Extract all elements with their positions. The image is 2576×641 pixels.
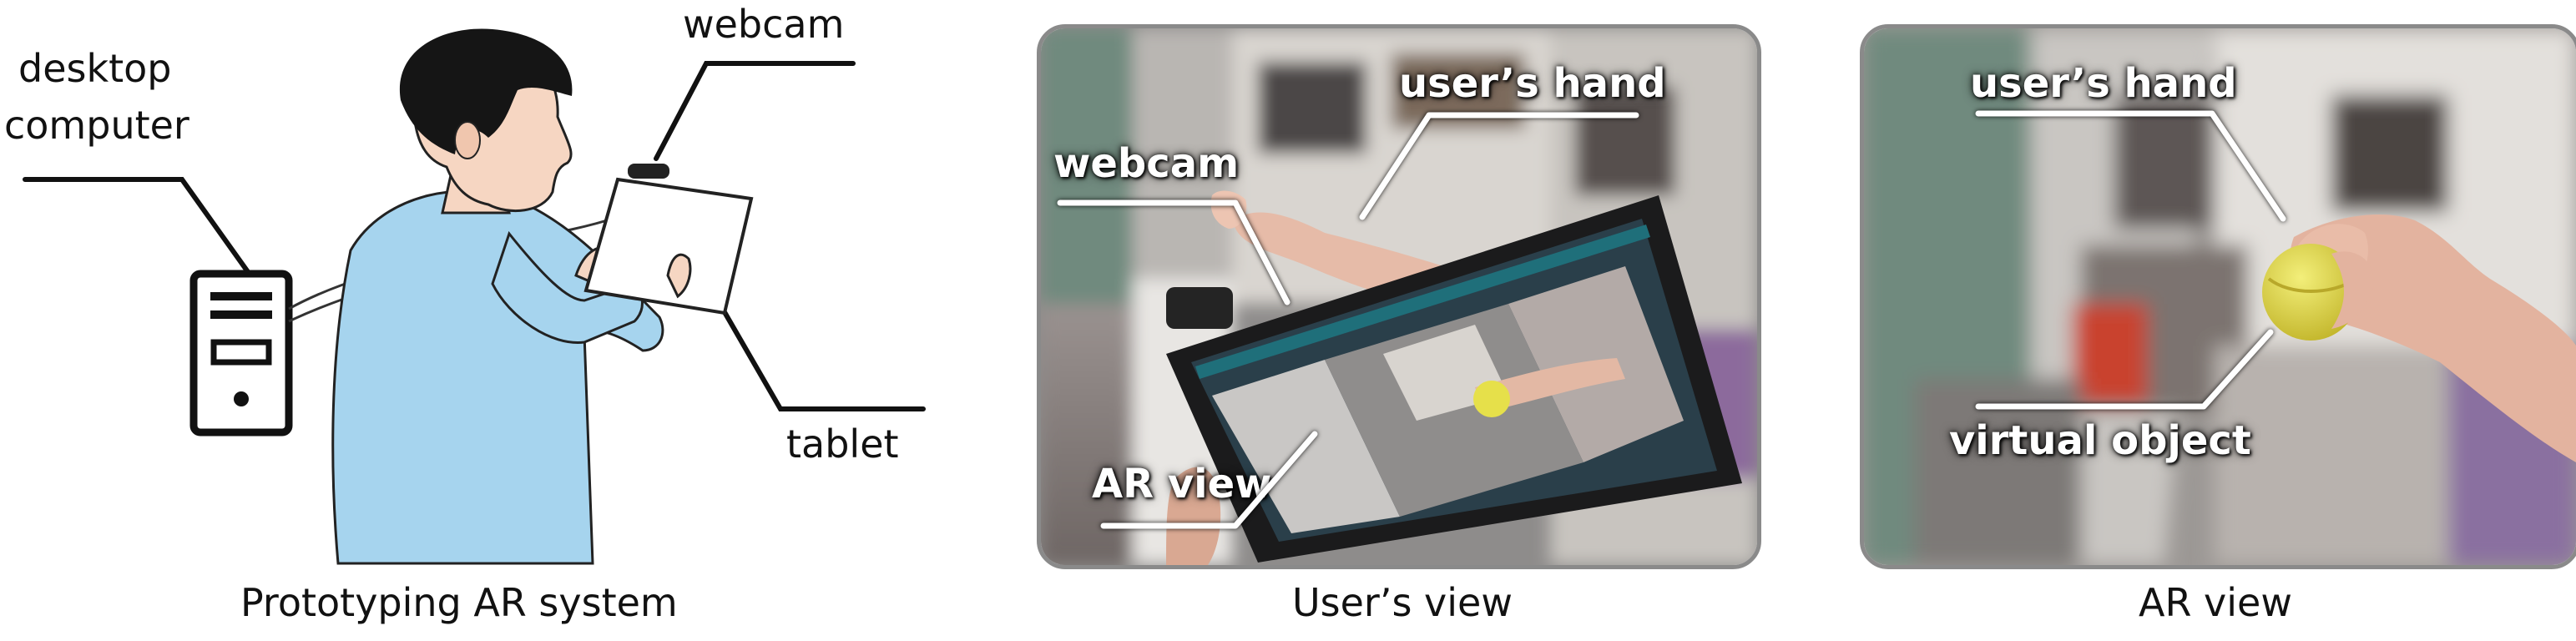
prototyping-illustration <box>23 28 926 565</box>
desktop-leader-line <box>23 177 253 278</box>
users-view-hand-label: user’s hand <box>1399 60 1666 107</box>
ar-view-scene <box>1864 28 2576 565</box>
ar-view-virtual-object-label: virtual object <box>1949 417 2251 464</box>
prototyping-ar-system-panel: desktop computer webcam tablet Prototypi… <box>0 0 952 637</box>
webcam-leader-line <box>654 61 856 161</box>
users-view-webcam-label: webcam <box>1053 140 1240 187</box>
webcam-icon <box>628 164 669 179</box>
prototyping-caption: Prototyping AR system <box>240 580 678 625</box>
ar-view-caption: AR view <box>2139 580 2292 625</box>
clip-on-webcam <box>1166 287 1233 329</box>
ball-in-screen <box>1473 381 1510 417</box>
users-view-ar-view-label: AR view <box>1092 461 1272 507</box>
computer-tower-icon <box>189 270 293 437</box>
webcam-label: webcam <box>683 2 845 47</box>
person-figure <box>331 28 664 565</box>
ar-view-hand-label: user’s hand <box>1970 60 2237 107</box>
desktop-label-line1: desktop <box>18 46 172 91</box>
tablet-leader-line <box>722 310 926 411</box>
users-view-caption: User’s view <box>1292 580 1513 625</box>
desktop-label-line2: computer <box>4 103 189 148</box>
tablet-icon <box>583 177 754 315</box>
hair <box>399 28 573 154</box>
tablet-label: tablet <box>786 421 899 467</box>
